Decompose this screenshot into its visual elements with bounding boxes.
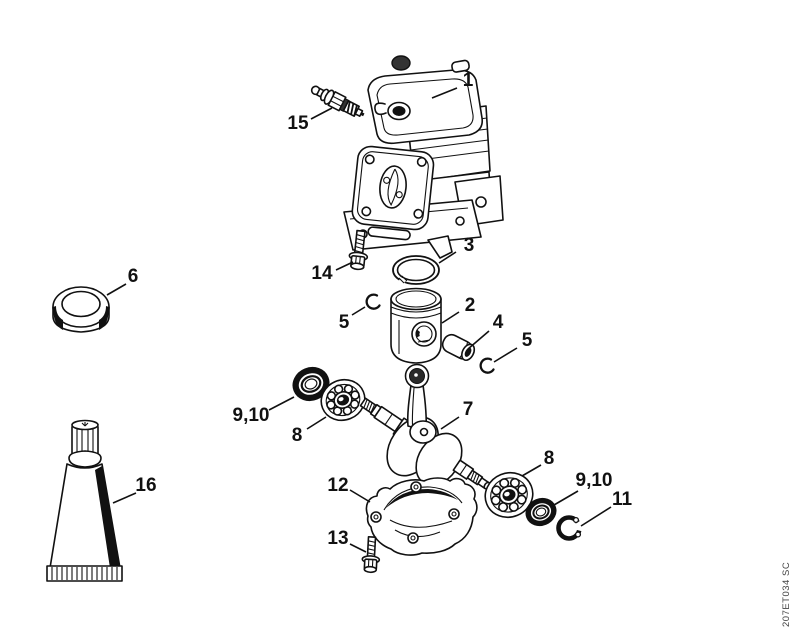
leader-8-right	[521, 464, 542, 477]
part-bearing-left	[320, 378, 366, 422]
part-oil-seal-left	[292, 366, 330, 402]
callout-sealant-tube: 16	[135, 475, 156, 496]
callout-crankcase: 12	[327, 475, 348, 496]
callout-cylinder-screw: 14	[311, 263, 333, 284]
callout-cylinder: 1	[463, 70, 474, 91]
callout-clip-left: 5	[339, 312, 350, 333]
leader-9-10-right	[553, 490, 579, 506]
callout-oil-seal-left: 9,10	[233, 405, 270, 426]
part-ring	[52, 286, 110, 333]
leader-15	[310, 107, 333, 120]
callout-bearing-left: 8	[292, 425, 303, 446]
part-oil-seal-right	[525, 497, 557, 527]
part-piston	[390, 287, 442, 364]
part-spark-plug	[310, 85, 365, 117]
callout-spark-plug: 15	[287, 113, 309, 134]
callout-piston: 2	[465, 295, 476, 316]
part-sealant-tube	[46, 419, 123, 582]
callout-crankcase-screw: 13	[327, 528, 348, 549]
leader-5-left	[351, 306, 366, 316]
leader-16	[112, 492, 137, 504]
callout-crankshaft: 7	[463, 399, 474, 420]
callout-circlip: 11	[612, 489, 633, 510]
leader-11	[580, 506, 612, 527]
part-crankshaft	[359, 363, 491, 490]
part-wrist-pin-clip-right	[479, 357, 495, 374]
leader-6	[106, 283, 127, 296]
part-cylinder-screw	[348, 229, 369, 271]
leader-8-left	[306, 416, 327, 430]
connecting-rod	[404, 363, 437, 444]
leader-13	[349, 543, 367, 553]
part-wrist-pin	[441, 333, 476, 362]
leader-3	[438, 251, 457, 264]
leader-7	[440, 416, 460, 430]
callout-piston-ring: 3	[464, 235, 475, 256]
part-circlip	[556, 515, 589, 541]
part-crankcase-screw	[361, 536, 381, 574]
leader-9-10-left	[268, 396, 295, 411]
callout-oil-seal-right: 9,10	[576, 470, 613, 491]
leader-4	[467, 330, 490, 350]
callout-wrist-pin: 4	[493, 312, 504, 333]
leader-12	[349, 489, 371, 503]
leader-1	[431, 87, 458, 99]
callout-clip-right: 5	[522, 330, 533, 351]
leader-14	[335, 261, 354, 271]
part-bearing-right	[484, 471, 534, 519]
leader-2	[441, 311, 460, 324]
callout-bearing-right: 8	[544, 448, 555, 469]
leader-5-right	[493, 347, 518, 363]
part-wrist-pin-clip-left	[365, 293, 381, 310]
callout-labels: 1 15 14 3 5 2 4 5 6 9,10 8 7 8 9,10 11 1…	[128, 70, 633, 549]
part-cylinder	[343, 55, 504, 259]
callout-ring: 6	[128, 266, 139, 287]
diagram-code-watermark: 207ET034 SC	[781, 562, 792, 627]
part-crankcase	[365, 477, 478, 556]
callout-leaders	[106, 87, 612, 553]
part-piston-ring	[392, 255, 440, 285]
